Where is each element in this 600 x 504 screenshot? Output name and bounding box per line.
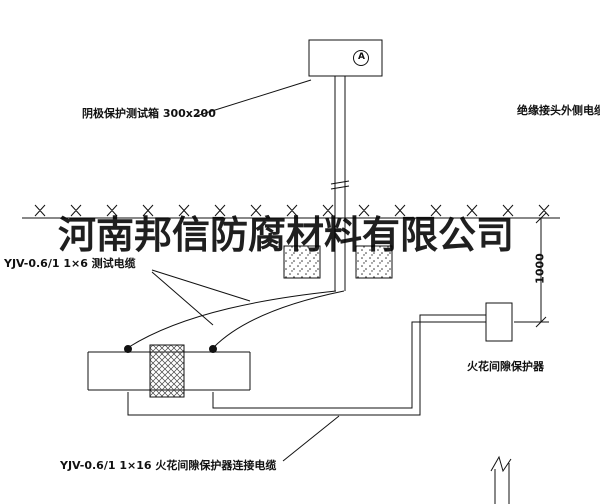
test-box xyxy=(308,39,383,77)
protector-cable-label: YJV-0.6/1 1×16 火花间隙保护器连接电缆 xyxy=(60,459,277,472)
ground-line xyxy=(22,204,560,219)
insulated-joint-cable-label: 绝缘接头外侧电缆 xyxy=(517,104,600,117)
ammeter-circle xyxy=(353,50,369,66)
spark-gap-protector-label: 火花间隙保护器 xyxy=(467,360,544,373)
conduit-riser xyxy=(330,76,350,291)
company-watermark: 河南邦信防腐材料有限公司 xyxy=(58,212,515,257)
dimension-line xyxy=(514,212,549,328)
spark-gap-protector-box xyxy=(485,302,513,342)
pipe-break-symbol xyxy=(490,455,512,504)
test-box-label: 阴极保护测试箱 300x200 xyxy=(82,107,216,120)
ground-hatch-marks xyxy=(34,204,550,217)
leader-lines xyxy=(151,79,340,462)
cable-weld-points xyxy=(124,345,217,353)
insulating-joint-coupling xyxy=(149,344,185,398)
test-cable-label: YJV-0.6/1 1×6 测试电缆 xyxy=(4,257,136,270)
test-cables xyxy=(128,290,345,348)
ammeter-letter: A xyxy=(358,52,365,62)
protector-cables xyxy=(127,314,487,416)
concrete-blocks xyxy=(283,245,393,279)
